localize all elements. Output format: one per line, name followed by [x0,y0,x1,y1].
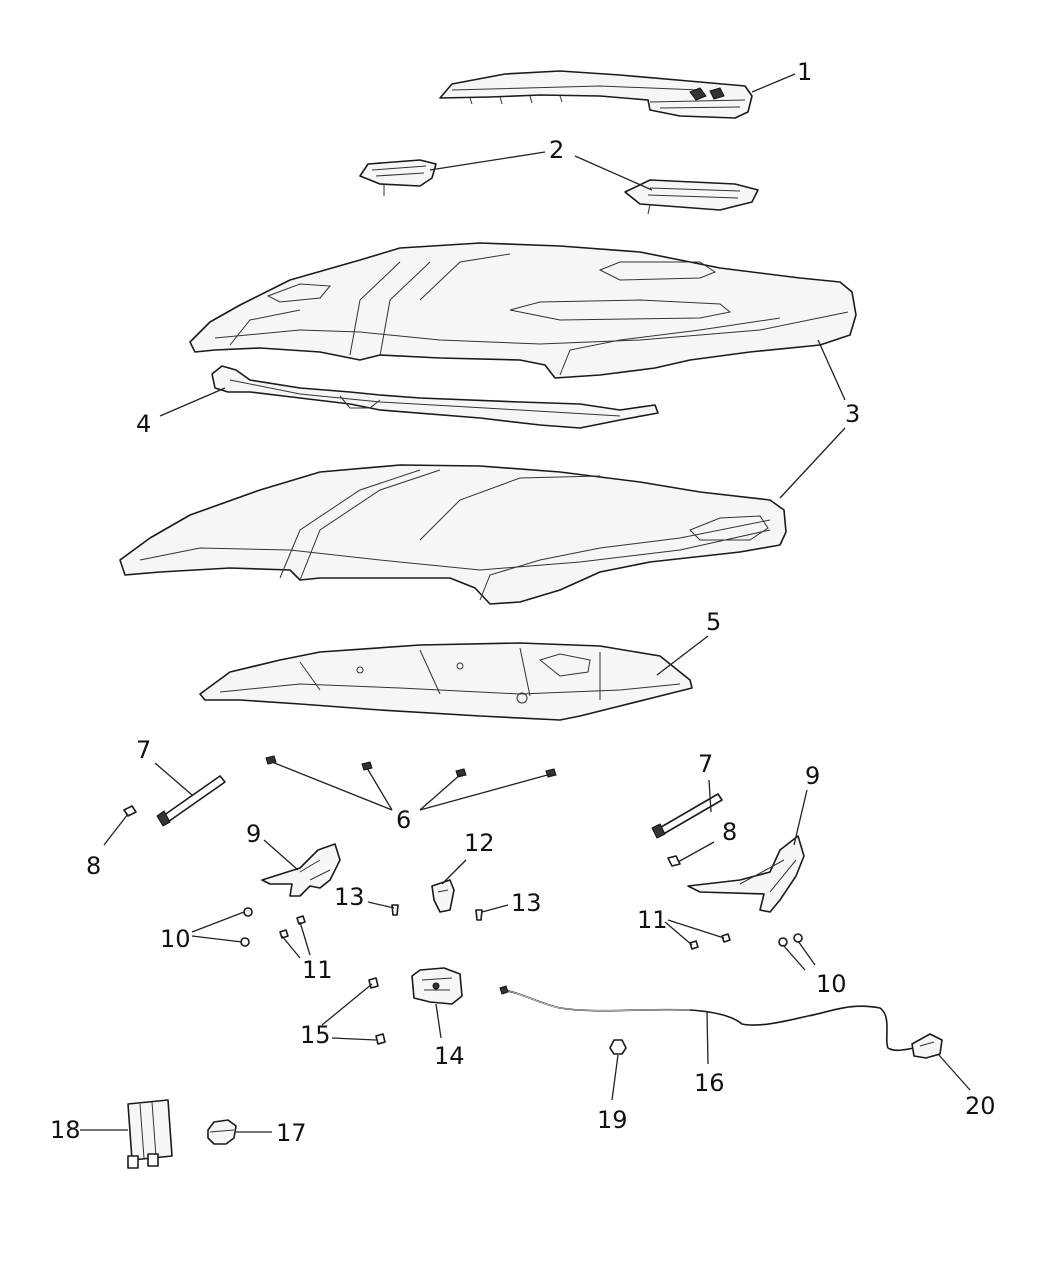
callout-13-right: 13 [511,889,542,917]
callout-9-left: 9 [246,820,261,848]
callout-12: 12 [464,829,495,857]
part-14-hood-latch [411,967,463,1005]
callout-9-right: 9 [805,762,820,790]
part-1-hood-scoop-trim [439,70,753,119]
callout-4: 4 [136,410,151,438]
callout-19: 19 [597,1106,628,1134]
callout-7-left: 7 [136,736,151,764]
callout-11-right: 11 [637,906,668,934]
callout-5: 5 [706,608,721,636]
callout-16: 16 [694,1069,725,1097]
part-18-pad [127,1099,173,1169]
part-5-hood-inner-panel [199,642,693,721]
callout-6: 6 [396,806,411,834]
callout-14: 14 [434,1042,465,1070]
callout-17: 17 [276,1119,307,1147]
part-7-hood-struts [156,775,723,839]
callout-labels: 1 2 3 3 4 5 6 7 7 8 8 9 9 10 10 11 11 12… [50,58,996,1147]
part-12-striker-bracket [431,879,455,913]
callout-15: 15 [300,1021,331,1049]
part-9-hood-hinges [261,835,805,913]
callout-3-upper: 3 [845,400,860,428]
callout-20: 20 [965,1092,996,1120]
part-3-hood-lower [119,464,787,605]
part-16-release-cable [499,985,915,1052]
callout-13-left: 13 [334,883,365,911]
part-13-bolts [391,904,483,921]
part-20-release-handle [911,1033,943,1059]
part-19-clip [609,1039,627,1055]
callout-18: 18 [50,1116,81,1144]
part-10-nuts [240,907,803,947]
callout-1: 1 [797,58,812,86]
part-2-vent-inserts [359,159,759,215]
callout-8-right: 8 [722,818,737,846]
callout-11-left: 11 [302,956,333,984]
callout-2: 2 [549,136,564,164]
leader-lines [80,73,971,1133]
part-3-hood-upper [189,242,857,379]
part-6-clips [265,755,557,778]
part-15-bolts [368,977,386,1045]
callout-8-left: 8 [86,852,101,880]
part-8-bolts [123,805,681,867]
callout-7-right: 7 [698,750,713,778]
part-17-bumper [207,1119,237,1145]
callout-10-left: 10 [160,925,191,953]
part-4-hood-seal-strip [211,365,659,429]
callout-10-right: 10 [816,970,847,998]
